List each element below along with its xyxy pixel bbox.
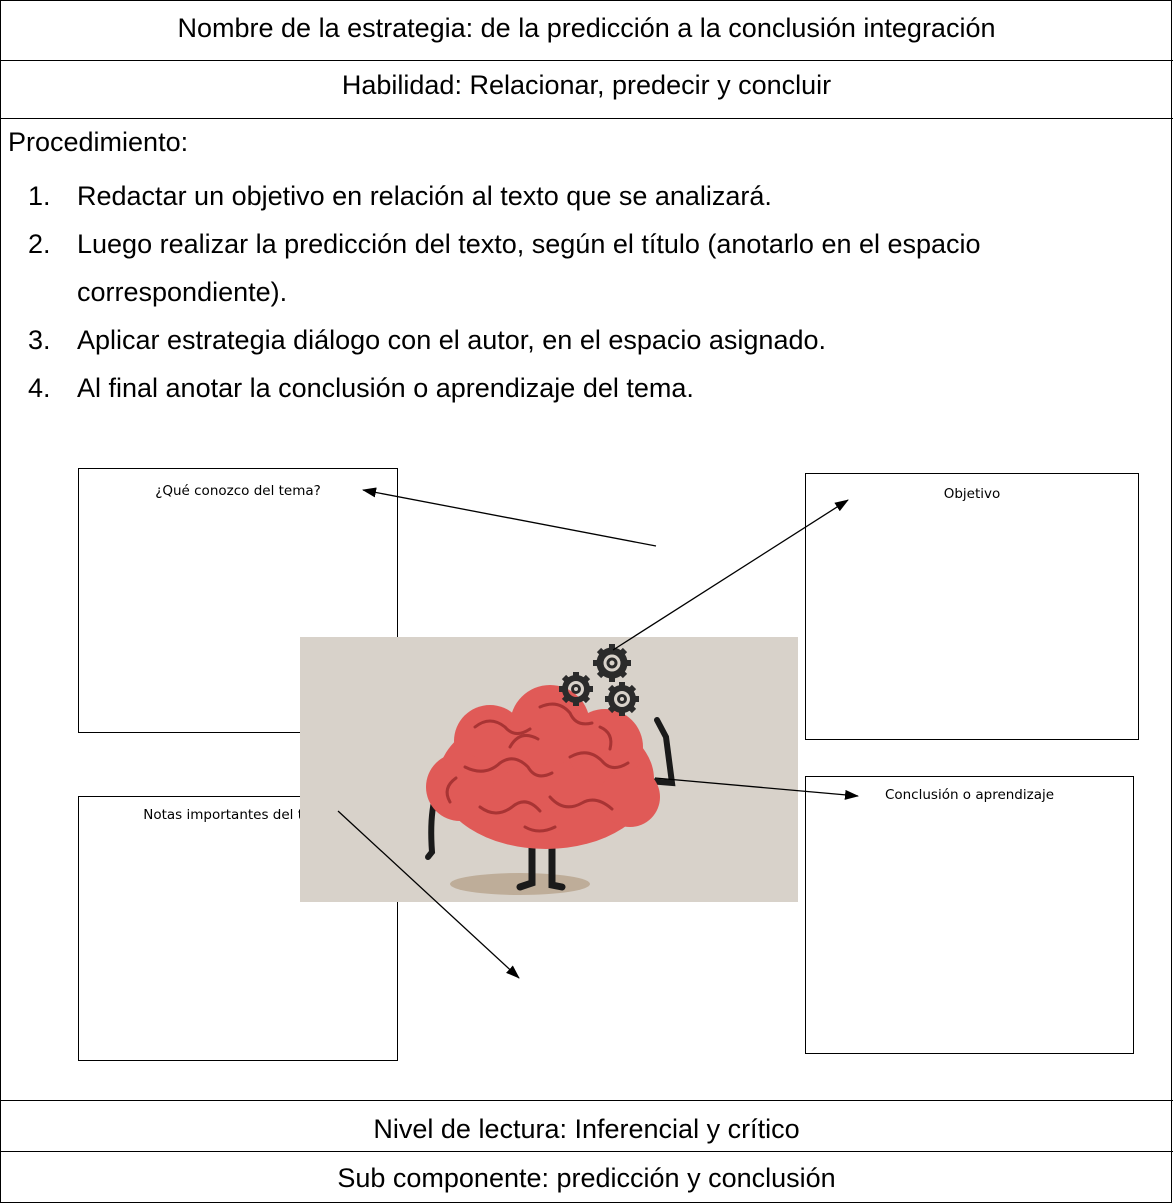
- procedure-step: 4. Al final anotar la conclusión o apren…: [0, 364, 1173, 412]
- row-divider: [0, 1151, 1173, 1152]
- step-text: Redactar un objetivo en relación al text…: [77, 181, 772, 211]
- subcomponent: Sub componente: predicción y conclusión: [337, 1163, 836, 1193]
- conclusion-label: Conclusión o aprendizaje: [884, 787, 1055, 803]
- objective-box: Objetivo: [805, 473, 1139, 740]
- procedure-step: 1. Redactar un objetivo en relación al t…: [0, 172, 1173, 220]
- procedure-steps: 1. Redactar un objetivo en relación al t…: [0, 172, 1173, 412]
- step-number: 1.: [28, 181, 51, 211]
- step-text: Aplicar estrategia diálogo con el autor,…: [77, 325, 826, 355]
- gears: [559, 644, 639, 716]
- notes-label: Notas importantes del tema: [143, 807, 333, 823]
- step-number: 4.: [28, 373, 51, 403]
- objective-label: Objetivo: [943, 486, 1001, 502]
- brain-illustration: [300, 637, 798, 902]
- row-divider: [0, 1100, 1173, 1101]
- conclusion-box: Conclusión o aprendizaje: [805, 776, 1134, 1054]
- row-divider: [0, 118, 1173, 119]
- reading-level: Nivel de lectura: Inferencial y crítico: [373, 1114, 800, 1144]
- procedure-step: 2. Luego realizar la predicción del text…: [0, 220, 1173, 316]
- strategy-name: Nombre de la estrategia: de la predicció…: [177, 13, 996, 43]
- skill: Habilidad: Relacionar, predecir y conclu…: [341, 70, 832, 100]
- step-text: Luego realizar la predicción del texto, …: [77, 229, 981, 307]
- procedure-title: Procedimiento:: [8, 127, 189, 157]
- step-text: Al final anotar la conclusión o aprendiz…: [77, 373, 694, 403]
- row-divider: [0, 60, 1173, 61]
- procedure-step: 3. Aplicar estrategia diálogo con el aut…: [0, 316, 1173, 364]
- step-number: 3.: [28, 325, 51, 355]
- prior-knowledge-label: ¿Qué conozco del tema?: [155, 483, 321, 499]
- step-number: 2.: [28, 229, 51, 259]
